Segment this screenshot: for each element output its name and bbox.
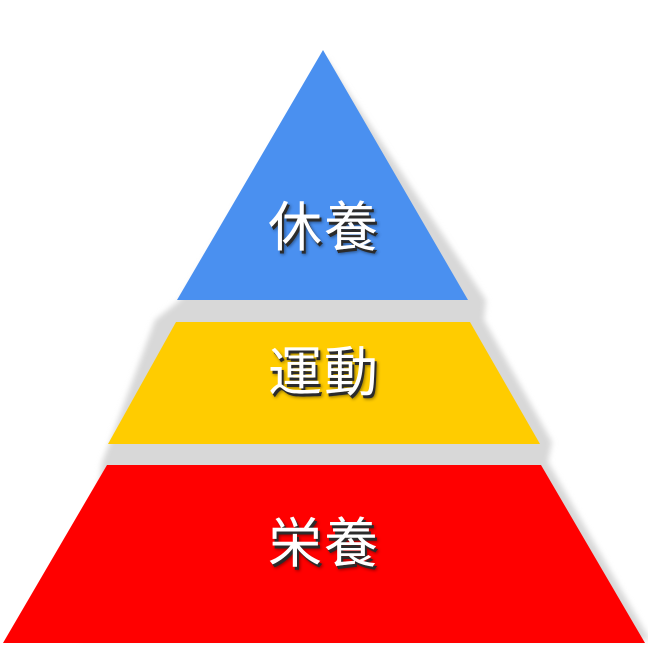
tier-bottom-label: 栄養 bbox=[268, 512, 380, 575]
tier-top-shape bbox=[177, 50, 468, 300]
tier-top-label: 休養 bbox=[268, 196, 380, 259]
tier-middle-label: 運動 bbox=[268, 341, 380, 404]
tier-bottom-shape bbox=[3, 465, 645, 643]
tier-middle-shape bbox=[108, 322, 540, 444]
